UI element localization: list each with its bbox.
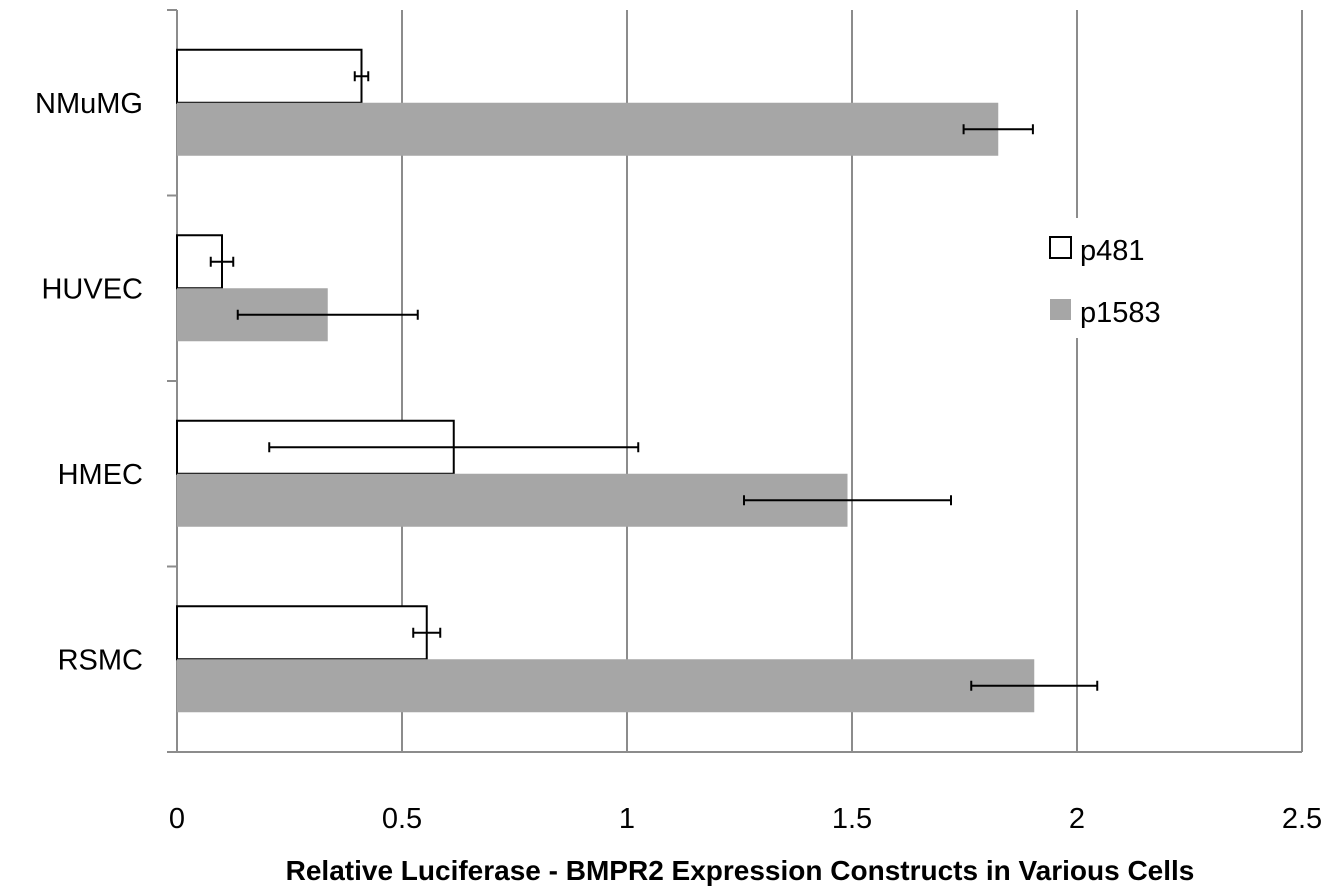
bar-p481-NMuMG (176, 48, 363, 104)
error-bar-p481-RSMC (412, 627, 442, 638)
legend-label-p481: p481 (1080, 235, 1145, 267)
legend: p481 p1583 (1040, 218, 1175, 338)
bars (176, 48, 1035, 713)
legend-label-p1583: p1583 (1080, 297, 1161, 329)
error-bar-p1583-HMEC (743, 495, 952, 506)
error-bar-p1583-RSMC (970, 680, 1099, 691)
bar-p481-RSMC (176, 605, 428, 661)
x-tick-label: 0.5 (382, 803, 422, 835)
x-tick-label: 2.5 (1282, 803, 1322, 835)
category-label: HUVEC (41, 273, 143, 305)
legend-swatch-p1583 (1050, 299, 1071, 320)
bar-p1583-RSMC (177, 659, 1035, 713)
x-tick-label: 1 (619, 803, 635, 835)
error-bar-p481-NMuMG (353, 71, 370, 82)
category-label: RSMC (58, 644, 143, 676)
x-tick-label: 0 (169, 803, 185, 835)
x-tick-label: 1.5 (832, 803, 872, 835)
category-label: HMEC (58, 459, 143, 491)
x-tick-labels: 0 0.5 1 1.5 2 2.5 (169, 803, 1322, 835)
x-axis-title: Relative Luciferase - BMPR2 Expression C… (286, 855, 1195, 886)
legend-swatch-p481 (1049, 236, 1072, 259)
category-label: NMuMG (35, 88, 143, 120)
error-bars (209, 71, 1099, 691)
bar-p1583-NMuMG (177, 102, 999, 156)
error-bar-p1583-HUVEC (236, 309, 419, 320)
category-labels: NMuMG HUVEC HMEC RSMC (35, 88, 143, 677)
error-bar-p1583-NMuMG (962, 124, 1034, 135)
x-tick-label: 2 (1069, 803, 1085, 835)
error-bar-p481-HUVEC (209, 256, 235, 267)
bar-p1583-HMEC (177, 473, 848, 527)
error-bar-p481-HMEC (268, 442, 640, 453)
